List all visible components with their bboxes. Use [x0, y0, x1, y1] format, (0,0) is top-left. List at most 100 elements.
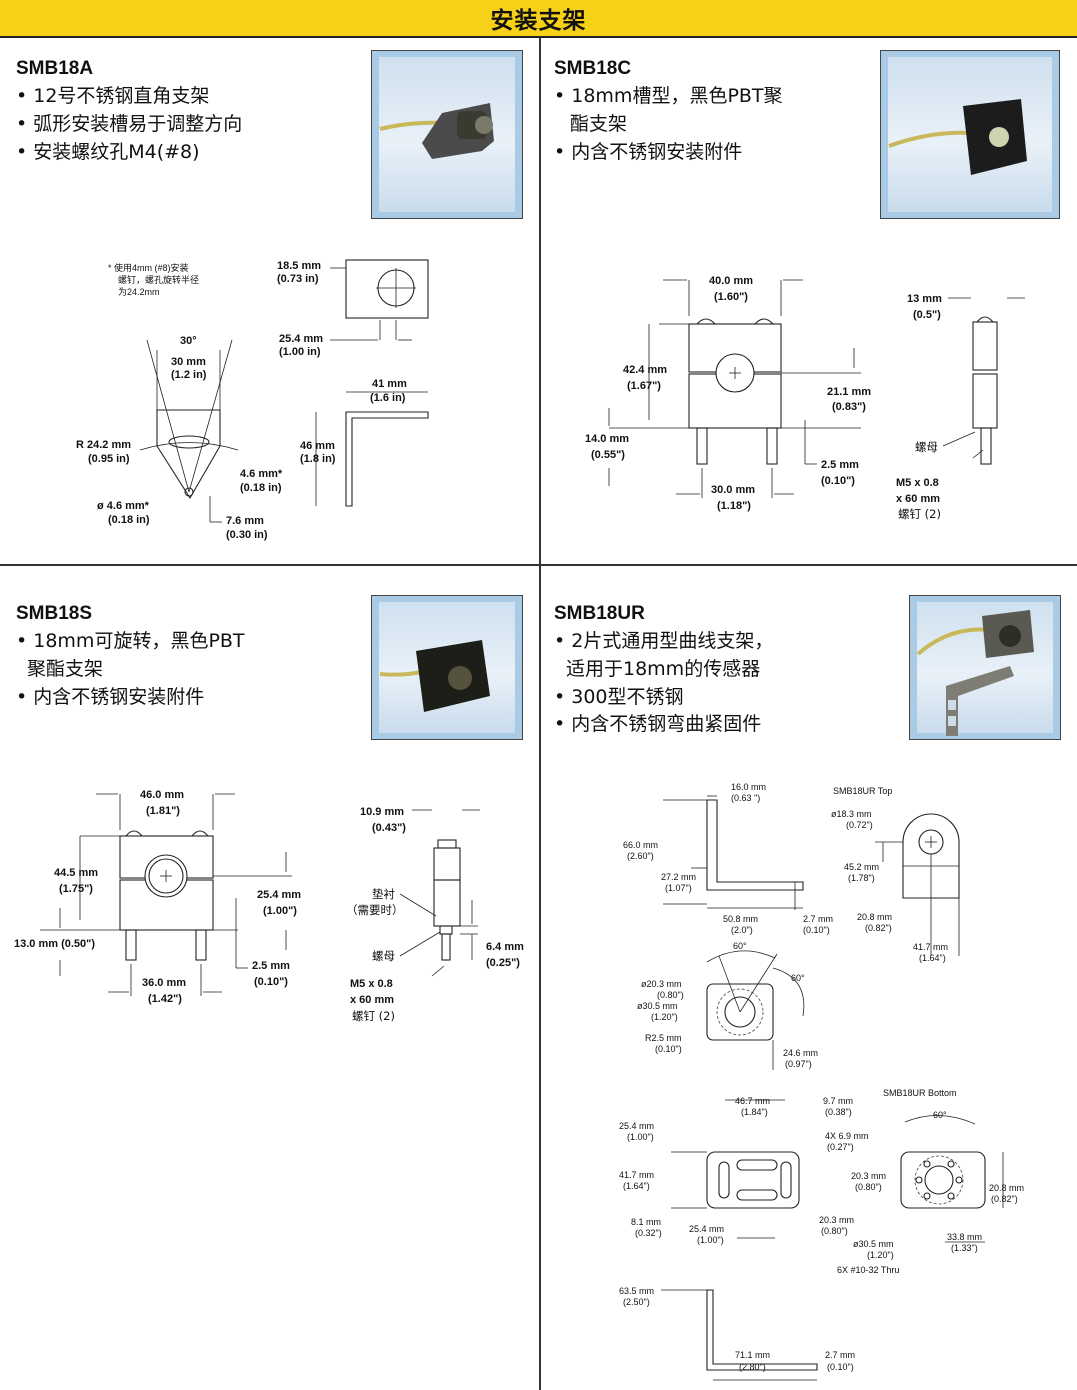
dim: 63.5 mm — [619, 1286, 654, 1296]
dim: (0.18 in) — [240, 482, 282, 494]
note: 螺钉，螺孔旋转半径 — [118, 274, 199, 285]
dim: (1.64") — [623, 1181, 650, 1191]
dim: 33.8 mm — [947, 1232, 982, 1242]
dim: 25.4 mm — [257, 889, 301, 901]
bullet: • 300型不锈钢 — [554, 686, 684, 708]
dim: 20.8 mm — [989, 1183, 1024, 1193]
dim: 30.0 mm — [711, 484, 755, 496]
bullet: • 12号不锈钢直角支架 — [16, 85, 210, 107]
bullet: 聚酯支架 — [27, 658, 104, 680]
dim: 9.7 mm — [823, 1096, 853, 1106]
dim: (0.73 in) — [277, 273, 319, 285]
dim: (0.72") — [846, 820, 873, 830]
dim: (0.43") — [372, 822, 406, 834]
dim: 41.7 mm — [913, 942, 948, 952]
label-bottom: SMB18UR Bottom — [883, 1088, 957, 1098]
dim: (1.60") — [714, 291, 748, 303]
dim: (0.10") — [827, 1362, 854, 1372]
dim: 24.6 mm — [783, 1048, 818, 1058]
divider-horizontal — [0, 564, 1077, 566]
dim: 2.5 mm — [252, 960, 290, 972]
bullet: • 安装螺纹孔M4(#8) — [16, 141, 200, 163]
dim: (0.38") — [825, 1107, 852, 1117]
bracket-photo-drawing — [916, 610, 1034, 736]
dim: (0.10") — [803, 925, 830, 935]
dim: (0.27") — [827, 1142, 854, 1152]
label-top: SMB18UR Top — [833, 786, 892, 796]
label-nut: 螺母 — [915, 440, 938, 454]
angle: 60° — [791, 973, 805, 983]
dim: 25.4 mm — [619, 1121, 654, 1131]
divider-vertical — [539, 38, 541, 1390]
dim: 16.0 mm — [731, 782, 766, 792]
dim: (0.95 in) — [88, 453, 130, 465]
dim: (1.78") — [848, 873, 875, 883]
dim: 42.4 mm — [623, 364, 667, 376]
product-title-smb18ur: SMB18UR — [554, 603, 645, 624]
dim: (0.80") — [855, 1182, 882, 1192]
drawing-smb18s: 46.0 mm (1.81") 44.5 mm (1.75") 25.4 mm … — [14, 789, 524, 1023]
dim: 6X #10-32 Thru — [837, 1265, 899, 1275]
dim: ø30.5 mm — [637, 1001, 678, 1011]
dim: 20.3 mm — [819, 1215, 854, 1225]
dim: R2.5 mm — [645, 1033, 682, 1043]
dim: (2.0") — [731, 925, 753, 935]
dim: 8.1 mm — [631, 1217, 661, 1227]
dim: (1.81") — [146, 805, 180, 817]
dim: ø18.3 mm — [831, 809, 872, 819]
label-screw: M5 x 0.8 — [896, 477, 939, 489]
label-nut: 螺母 — [372, 949, 395, 963]
dim: ø30.5 mm — [853, 1239, 894, 1249]
dim: 2.7 mm — [803, 914, 833, 924]
dim: (1.64") — [919, 953, 946, 963]
product-photo-smb18a — [371, 50, 523, 219]
label-screw: x 60 mm — [350, 994, 394, 1006]
bullet: • 18mm可旋转，黑色PBT — [16, 630, 245, 652]
dim: 25.4 mm — [279, 333, 323, 345]
dim: (1.07") — [665, 883, 692, 893]
dim: 21.1 mm — [827, 386, 871, 398]
dim: (0.97") — [785, 1059, 812, 1069]
dim: (1.42") — [148, 993, 182, 1005]
dim: (0.63 ") — [731, 793, 760, 803]
product-photo-smb18s — [371, 595, 523, 740]
dim: (0.83") — [832, 401, 866, 413]
dim: (1.20") — [651, 1012, 678, 1022]
dim: 2.7 mm — [825, 1350, 855, 1360]
drawing-smb18ur: 16.0 mm (0.63 ") 66.0 mm (2.60") 27.2 mm… — [619, 782, 1024, 1381]
bullet: • 2片式通用型曲线支架， — [554, 630, 774, 652]
dim: (1.33") — [951, 1243, 978, 1253]
dim: (1.8 in) — [300, 453, 336, 465]
dim: 46.0 mm — [140, 789, 184, 801]
bullet: • 内含不锈钢弯曲紧固件 — [554, 713, 762, 735]
note: * 使用4mm (#8)安装 — [108, 262, 189, 273]
dim: (1.67") — [627, 380, 661, 392]
dim: (1.00") — [627, 1132, 654, 1142]
dim: 10.9 mm — [360, 806, 404, 818]
dim: (1.18") — [717, 500, 751, 512]
dim: (2.50") — [623, 1297, 650, 1307]
dim: 18.5 mm — [277, 260, 321, 272]
bullet: • 内含不锈钢安装附件 — [554, 141, 743, 163]
product-photo-smb18ur — [909, 595, 1061, 740]
dim: 4.6 mm* — [240, 468, 283, 480]
drawing-smb18a: * 使用4mm (#8)安装 螺钉，螺孔旋转半径 为24.2mm 18.5 mm… — [76, 259, 429, 541]
dim: 13 mm — [907, 293, 942, 305]
drawing-smb18c: 40.0 mm (1.60") 42.4 mm (1.67") 21.1 mm … — [585, 275, 1025, 521]
dim: 50.8 mm — [723, 914, 758, 924]
dim: 14.0 mm — [585, 433, 629, 445]
page-header: 安装支架 — [0, 0, 1077, 38]
dim: (0.5") — [913, 309, 941, 321]
bullet: 酯支架 — [570, 113, 628, 135]
label-screw: M5 x 0.8 — [350, 978, 393, 990]
dim: (0.10") — [254, 976, 288, 988]
dim: 46.7 mm — [735, 1096, 770, 1106]
dim: (0.18 in) — [108, 514, 150, 526]
note: 为24.2mm — [118, 286, 160, 297]
bullet: • 内含不锈钢安装附件 — [16, 686, 205, 708]
page-title: 安装支架 — [490, 8, 587, 34]
dim: (1.20") — [867, 1250, 894, 1260]
dim: 41.7 mm — [619, 1170, 654, 1180]
product-title-smb18c: SMB18C — [554, 58, 632, 79]
dim: (2.80") — [739, 1362, 766, 1372]
